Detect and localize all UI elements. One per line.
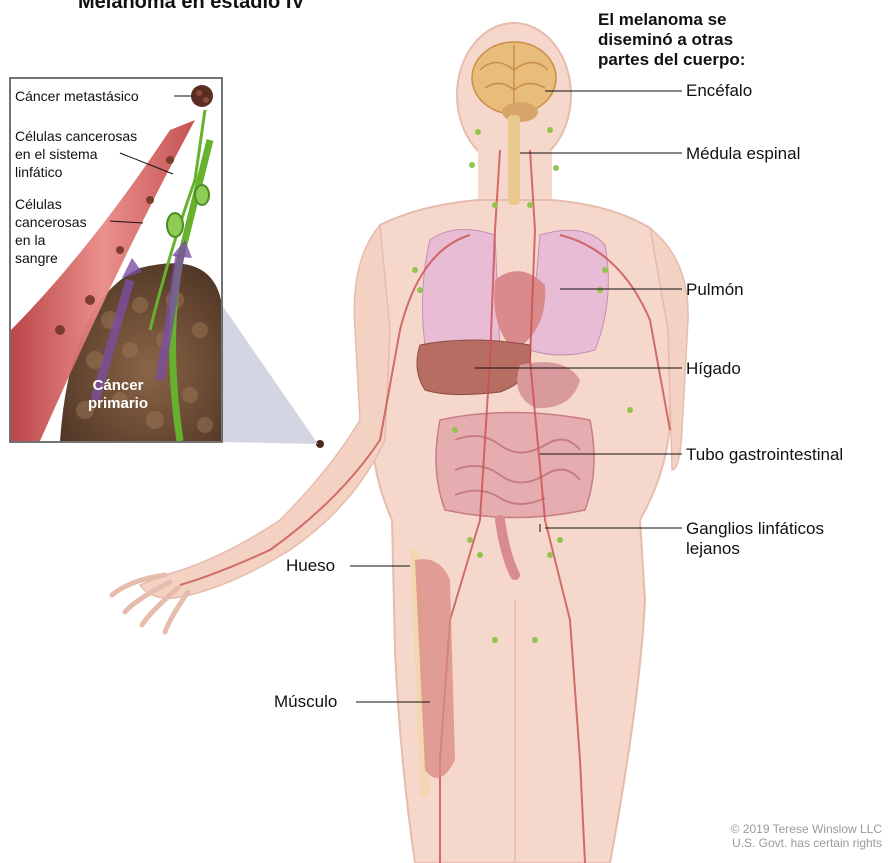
diagram-title: Melanoma en estadio IV [78, 0, 305, 14]
label-line: linfático [15, 163, 137, 181]
inset-label-blood-cells: Células cancerosas en la sangre [15, 195, 87, 267]
label-line: cancerosas [15, 213, 87, 231]
primary-tumor-spot [316, 440, 324, 448]
inset-label-primary: Cáncer primario [88, 377, 148, 413]
label-bone: Hueso [286, 556, 335, 576]
label-line: sangre [15, 249, 87, 267]
label-line: lejanos [686, 539, 824, 559]
label-line: Células [15, 195, 87, 213]
copyright-line: © 2019 Terese Winslow LLC [686, 822, 882, 836]
inset-label-metastatic: Cáncer metastásico [15, 87, 139, 105]
label-line: Células cancerosas [15, 127, 137, 145]
label-lymph-nodes: Ganglios linfáticos lejanos [686, 519, 824, 559]
label-spinal-cord: Médula espinal [686, 144, 800, 164]
label-line: primario [88, 395, 148, 413]
label-muscle: Músculo [274, 692, 337, 712]
label-line: en la [15, 231, 87, 249]
label-line: Ganglios linfáticos [686, 519, 824, 539]
subtitle-line: partes del cuerpo: [598, 50, 818, 70]
inset-label-lymph-cells: Células cancerosas en el sistema linfáti… [15, 127, 137, 181]
copyright-line: U.S. Govt. has certain rights [686, 836, 882, 850]
label-line: en el sistema [15, 145, 137, 163]
label-brain: Encéfalo [686, 81, 752, 101]
subtitle-line: El melanoma se [598, 10, 818, 30]
subtitle-line: diseminó a otras [598, 30, 818, 50]
label-lung: Pulmón [686, 280, 744, 300]
label-gi-tract: Tubo gastrointestinal [686, 445, 843, 465]
label-line: Cáncer [88, 377, 148, 395]
spinal-cord [508, 115, 520, 205]
magnify-cone [222, 305, 318, 444]
diagram-subtitle: El melanoma se diseminó a otras partes d… [598, 10, 818, 70]
copyright-notice: © 2019 Terese Winslow LLC U.S. Govt. has… [686, 822, 882, 850]
label-liver: Hígado [686, 359, 741, 379]
